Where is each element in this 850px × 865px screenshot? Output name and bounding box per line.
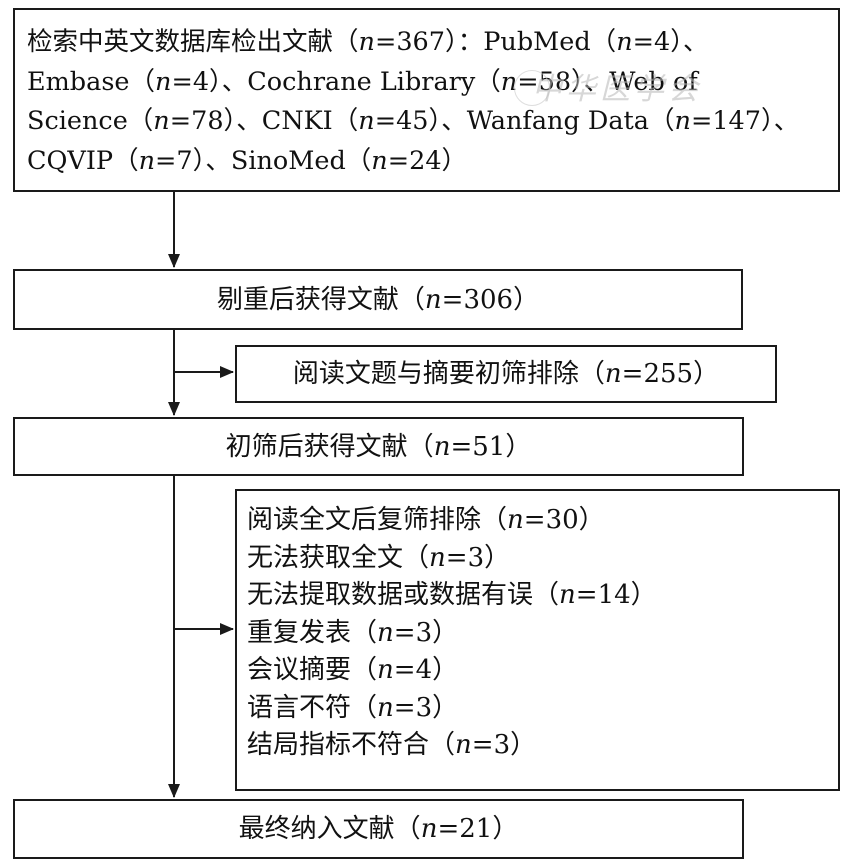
- final-included-box: 最终纳入文献（n=21）: [13, 799, 744, 859]
- full-text-exclusion-box: 阅读全文后复筛排除（n=30） 无法获取全文（n=3） 无法提取数据或数据有误（…: [235, 489, 840, 791]
- watermark-seal-icon: [514, 70, 550, 106]
- search-records-box: 检索中英文数据库检出文献（n=367）：PubMed（n=4）、 Embase（…: [13, 8, 840, 192]
- full-text-exclusion-item: 无法提取数据或数据有误（n=14）: [247, 580, 657, 610]
- full-text-exclusion-item: 阅读全文后复筛排除（n=30）: [247, 505, 605, 535]
- deduplicated-records-box: 剔重后获得文献（n=306）: [13, 269, 743, 330]
- title-abstract-exclusion-label: 阅读文题与摘要初筛排除（n=255）: [292, 359, 720, 389]
- search-line-4: CQVIP（n=7）、SinoMed（n=24）: [27, 145, 468, 176]
- search-line-2: Embase（n=4）、Cochrane Library（n=58）、Web o…: [27, 66, 698, 97]
- watermark: 中华医学会: [532, 72, 702, 107]
- full-text-exclusion-item: 结局指标不符合（n=3）: [247, 730, 537, 760]
- deduplicated-records-label: 剔重后获得文献（n=306）: [216, 284, 540, 315]
- screened-records-box: 初筛后获得文献（n=51）: [13, 417, 744, 476]
- final-included-label: 最终纳入文献（n=21）: [238, 814, 519, 844]
- full-text-exclusion-item: 语言不符（n=3）: [247, 692, 459, 723]
- full-text-exclusion-item: 会议摘要（n=4）: [247, 655, 459, 685]
- title-abstract-exclusion-box: 阅读文题与摘要初筛排除（n=255）: [235, 345, 777, 403]
- screened-records-label: 初筛后获得文献（n=51）: [225, 431, 532, 462]
- search-line-3: Science（n=78）、CNKI（n=45）、Wanfang Data（n=…: [27, 106, 800, 136]
- search-line-1: 检索中英文数据库检出文献（n=367）：PubMed（n=4）、: [27, 27, 709, 57]
- full-text-exclusion-item: 重复发表（n=3）: [247, 617, 459, 648]
- full-text-exclusion-item: 无法获取全文（n=3）: [247, 542, 511, 573]
